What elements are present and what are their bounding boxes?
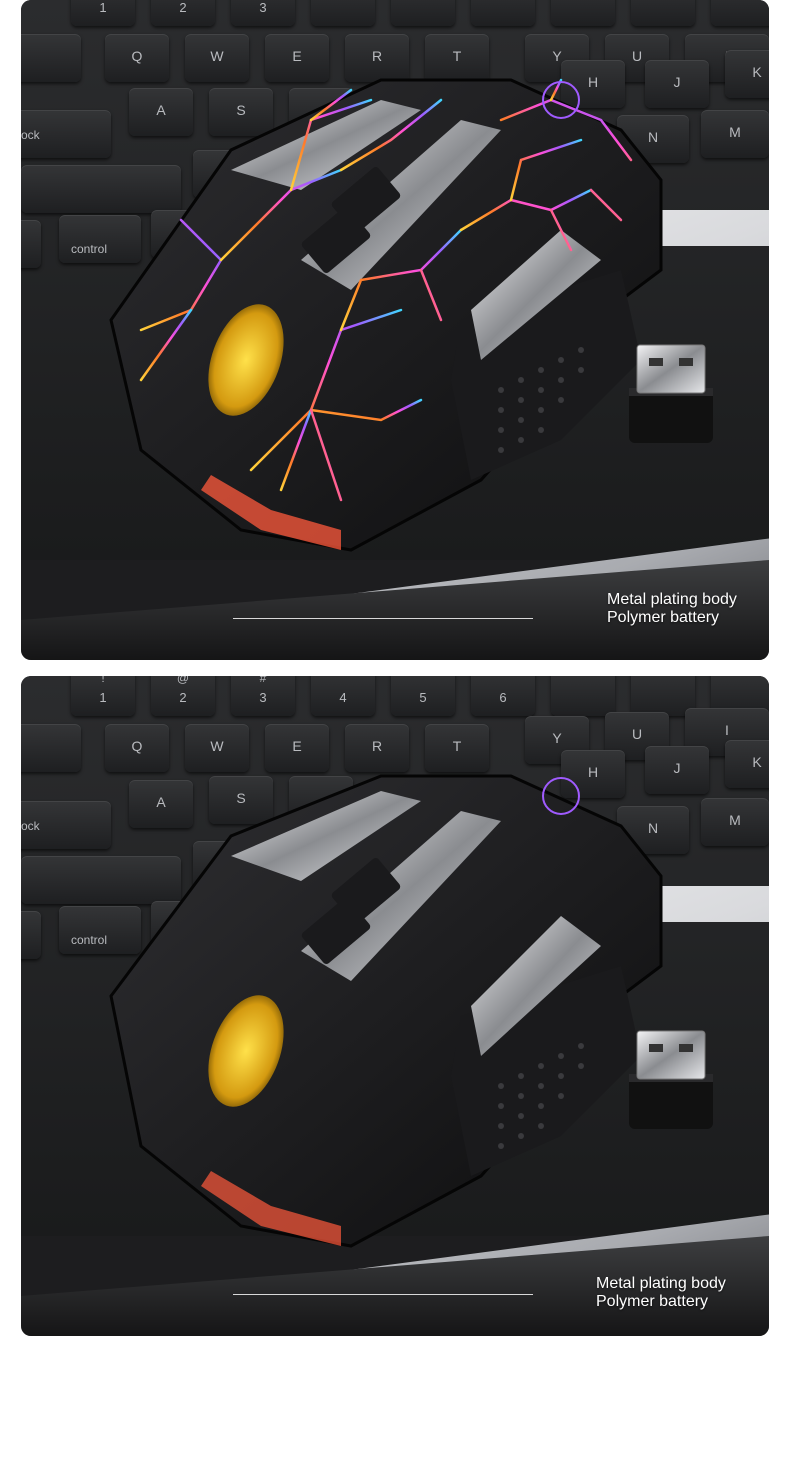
gaming-mouse-dark-image [109, 774, 663, 1248]
key-t: T [425, 724, 489, 772]
key-a: A [129, 780, 193, 828]
caption-line: Polymer battery [596, 1293, 709, 1310]
key [21, 911, 41, 959]
caption-line: Polymer battery [607, 609, 720, 626]
feature-caption: Metal plating body Polymer battery [607, 591, 737, 627]
brand-logo-icon [542, 777, 580, 815]
key-h: H [561, 60, 625, 108]
caption-line: Metal plating body [596, 1275, 726, 1292]
key-k: K [725, 50, 769, 98]
usb-receiver-image [629, 1030, 713, 1129]
key-r: R [345, 34, 409, 82]
key [551, 676, 615, 716]
key: 1 [71, 0, 135, 26]
key-m: M [701, 798, 769, 846]
key-q: Q [105, 34, 169, 82]
key-j: J [645, 60, 709, 108]
feature-caption: Metal plating body Polymer battery [596, 1275, 726, 1311]
key: #3 [231, 676, 295, 716]
key-e: E [265, 34, 329, 82]
key: !1 [71, 676, 135, 716]
key-a: A [129, 88, 193, 136]
key-control: control [59, 215, 141, 263]
divider-line [233, 618, 533, 619]
key: @2 [151, 676, 215, 716]
key-y: Y [525, 716, 589, 764]
key [21, 856, 181, 904]
key [631, 676, 695, 716]
key [21, 34, 81, 82]
key [711, 0, 769, 26]
key-caps-lock: ock [21, 110, 111, 158]
key-caps-lock: ock [21, 801, 111, 849]
divider-line [233, 1294, 533, 1295]
key-t: T [425, 34, 489, 82]
product-photo-rgb-mouse: 1 2 3 Q W E R T Y U I ock A S H J K Z N … [21, 0, 769, 660]
key: 5 [391, 676, 455, 716]
key-k: K [725, 740, 769, 788]
key-h: H [561, 750, 625, 798]
key [21, 220, 41, 268]
key-s: S [209, 88, 273, 136]
product-photo-dark-mouse: !1 @2 #3 4 5 6 Q W E R T Y U I ock A S H… [21, 676, 769, 1336]
key-w: W [185, 724, 249, 772]
key-e: E [265, 724, 329, 772]
key-r: R [345, 724, 409, 772]
brand-logo-icon [542, 81, 580, 119]
key-j: J [645, 746, 709, 794]
key: 3 [231, 0, 295, 26]
key: 4 [311, 676, 375, 716]
key: 2 [151, 0, 215, 26]
usb-receiver-image [629, 344, 713, 443]
key [21, 724, 81, 772]
caption-line: Metal plating body [607, 591, 737, 608]
key [391, 0, 455, 26]
key: 6 [471, 676, 535, 716]
gaming-mouse-rgb-image [109, 78, 663, 552]
key [551, 0, 615, 26]
key [311, 0, 375, 26]
key-control: control [59, 906, 141, 954]
key-w: W [185, 34, 249, 82]
key [471, 0, 535, 26]
key-m: M [701, 110, 769, 158]
key [21, 165, 181, 213]
key-s: S [209, 776, 273, 824]
key-q: Q [105, 724, 169, 772]
key [631, 0, 695, 26]
